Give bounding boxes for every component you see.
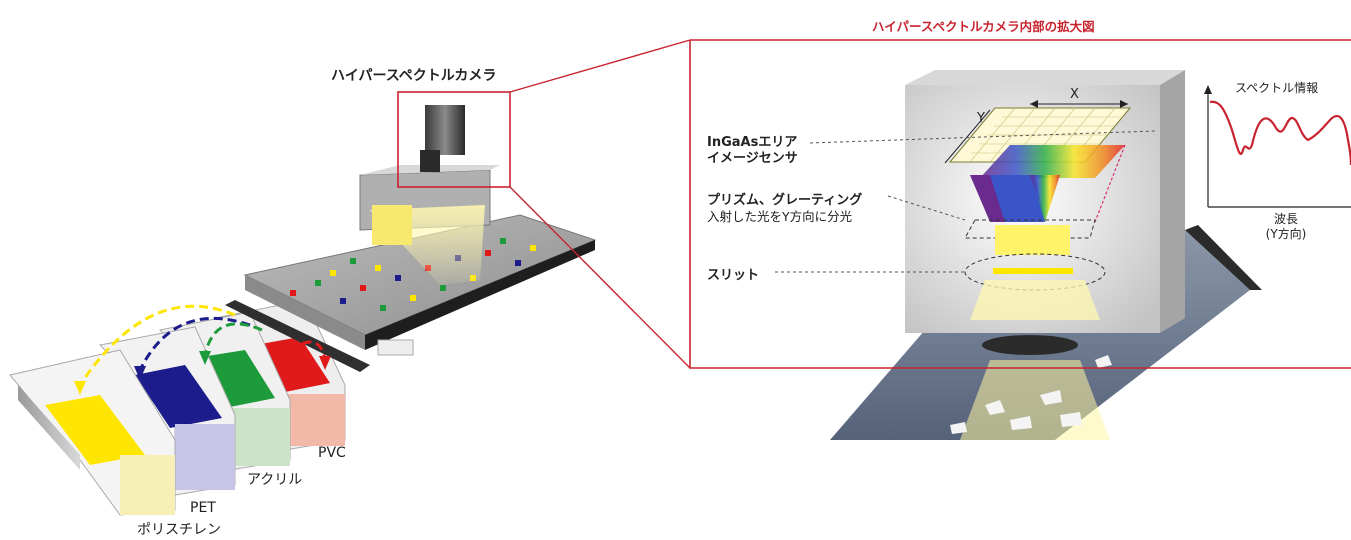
prism-label: プリズム、グレーティング <box>707 193 863 208</box>
axis-y-label: Y <box>977 111 985 126</box>
axis-x-label: X <box>1070 87 1079 102</box>
spectrum-chart <box>1204 85 1351 208</box>
camera-label: ハイパースペクトルカメラ <box>331 68 497 84</box>
ejection-arrows <box>78 304 327 386</box>
conveyor-belt <box>225 214 597 372</box>
spectrum-dispersion <box>970 144 1126 223</box>
bin-label-polystyrene: ポリスチレン <box>137 522 221 538</box>
pet-strip <box>135 365 222 428</box>
acrylic-strip <box>195 350 275 408</box>
prism-outline <box>964 219 1096 239</box>
wavelength-line2: (Y方向) <box>1265 227 1307 241</box>
hyperspectral-camera <box>397 39 691 369</box>
bin-label-pvc: PVC <box>318 445 346 461</box>
pvc-strip <box>255 337 330 392</box>
zoom-panel-border <box>689 39 1351 369</box>
light-band <box>995 225 1070 255</box>
wavelength-line1: 波長 <box>1273 212 1298 226</box>
sensor-label: InGaAsエリア イメージセンサ <box>707 135 798 167</box>
slit-label: スリット <box>707 268 760 283</box>
scan-housing <box>359 165 500 285</box>
bin-label-acrylic: アクリル <box>247 472 303 488</box>
arrow-heads <box>74 351 331 395</box>
spectrum-curve <box>1209 100 1351 166</box>
sorting-bins <box>9 299 346 516</box>
slit-outline <box>964 253 1106 291</box>
prism-description: 入射した光をY方向に分光 <box>707 209 853 224</box>
sensor-label-line2: イメージセンサ <box>707 151 798 166</box>
bin-label-pet: PET <box>190 500 216 516</box>
spectrum-title: スペクトル情報 <box>1235 81 1319 95</box>
zoom-title: ハイパースペクトルカメラ内部の拡大図 <box>872 19 1095 34</box>
zoom-frame <box>397 91 511 188</box>
sensor-label-line1: InGaAsエリア <box>707 135 798 150</box>
wavelength-label: 波長 (Y方向) <box>1261 212 1311 242</box>
air-ejector <box>225 300 370 372</box>
leader-lines <box>775 130 1156 273</box>
polystyrene-strip <box>45 395 145 465</box>
slit-bar <box>993 268 1073 274</box>
